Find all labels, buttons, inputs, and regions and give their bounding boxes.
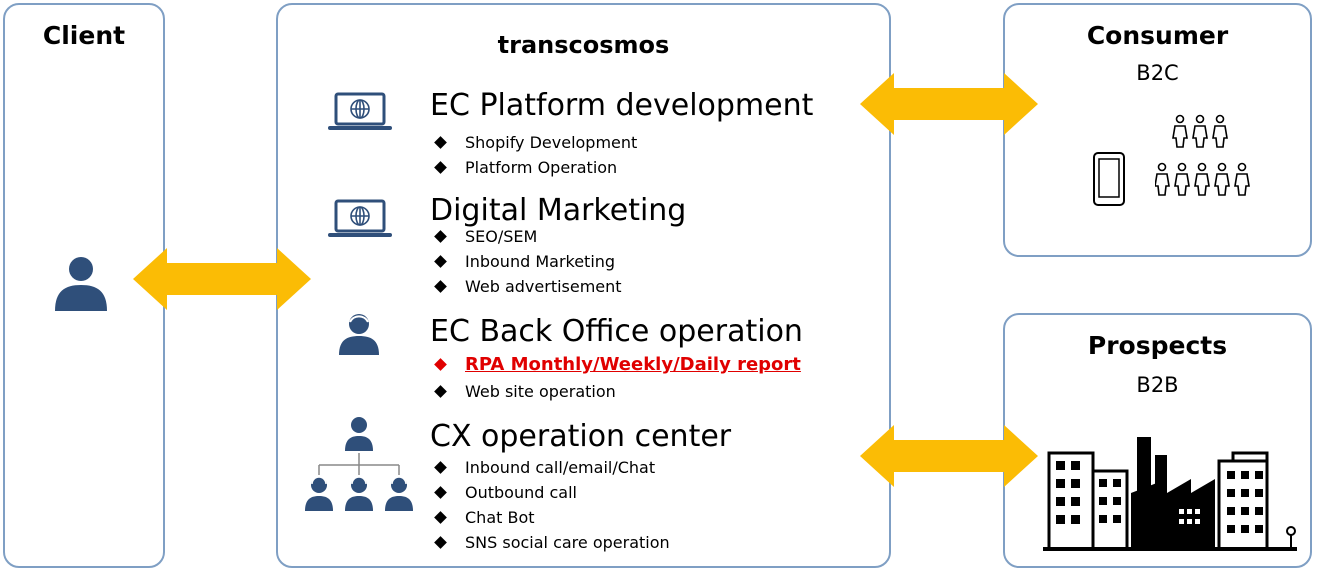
bullet-text: Inbound call/email/Chat xyxy=(465,458,656,477)
bullet-diamond-icon xyxy=(434,511,447,524)
transcosmos-box: transcosmos xyxy=(276,3,891,568)
section-title: CX operation center xyxy=(430,419,732,454)
bullet-text: SNS social care operation xyxy=(465,533,670,552)
bullet-diamond-icon xyxy=(434,358,447,371)
client-box: Client xyxy=(3,3,165,568)
client-title: Client xyxy=(42,21,126,50)
buildings-factory-icon xyxy=(1043,437,1297,551)
section-title: EC Platform development xyxy=(430,88,814,123)
operator-icon xyxy=(339,314,379,355)
bullet-diamond-icon xyxy=(434,136,447,149)
client-transcosmos-arrow xyxy=(133,248,311,310)
bullet-diamond-icon xyxy=(434,230,447,243)
bullet-item: Inbound call/email/Chat xyxy=(434,458,656,478)
bullet-text: Inbound Marketing xyxy=(465,252,616,271)
bullet-item: Platform Operation xyxy=(434,158,618,178)
bullet-diamond-icon xyxy=(434,486,447,499)
consumer-title: Consumer xyxy=(1086,21,1229,50)
person-icon xyxy=(55,257,107,311)
prospects-subtitle: B2B xyxy=(1136,373,1179,397)
bullet-item: Web advertisement xyxy=(434,277,622,297)
bullet-diamond-icon xyxy=(434,161,447,174)
transcosmos-title: transcosmos xyxy=(497,31,670,59)
consumer-subtitle: B2C xyxy=(1136,61,1179,85)
bullet-diamond-icon xyxy=(434,536,447,549)
consumer-box: Consumer B2C xyxy=(1003,3,1312,257)
bullet-item: Shopify Development xyxy=(434,133,638,153)
bullet-text: RPA Monthly/Weekly/Daily report xyxy=(465,354,801,375)
bullet-item: SEO/SEM xyxy=(434,227,538,247)
prospects-title: Prospects xyxy=(1087,331,1228,360)
bullet-diamond-icon xyxy=(434,461,447,474)
transcosmos-consumer-arrow xyxy=(860,73,1038,135)
bullet-item: Inbound Marketing xyxy=(434,252,616,272)
section-title: Digital Marketing xyxy=(430,193,687,228)
laptop-globe-icon xyxy=(328,92,392,130)
bullet-text: Platform Operation xyxy=(465,158,618,177)
bullet-text: Shopify Development xyxy=(465,133,638,152)
transcosmos-prospects-arrow xyxy=(860,425,1038,487)
bullet-diamond-icon xyxy=(434,255,447,268)
smartphone-icon xyxy=(1093,152,1125,206)
bullet-text: Outbound call xyxy=(465,483,577,502)
bullet-diamond-icon xyxy=(434,280,447,293)
laptop-globe-icon xyxy=(328,199,392,237)
bullet-item: SNS social care operation xyxy=(434,533,670,553)
prospects-box: Prospects B2B xyxy=(1003,313,1312,568)
org-chart-icon xyxy=(305,417,413,511)
people-group-icon xyxy=(1155,114,1250,196)
bullet-item: Chat Bot xyxy=(434,508,535,528)
bullet-item: Outbound call xyxy=(434,483,577,503)
bullet-text: Web advertisement xyxy=(465,277,622,296)
section-title: EC Back Office operation xyxy=(430,314,803,349)
bullet-text: SEO/SEM xyxy=(465,227,538,246)
bullet-item-highlighted: RPA Monthly/Weekly/Daily report xyxy=(434,354,801,375)
bullet-diamond-icon xyxy=(434,385,447,398)
bullet-item: Web site operation xyxy=(434,382,616,402)
bullet-text: Web site operation xyxy=(465,382,616,401)
bullet-text: Chat Bot xyxy=(465,508,535,527)
